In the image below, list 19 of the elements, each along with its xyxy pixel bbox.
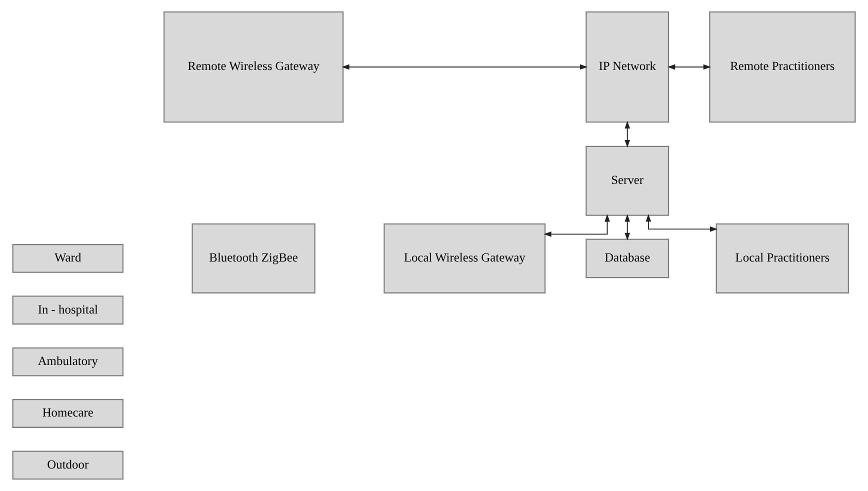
node-box: Database: [586, 238, 670, 278]
node-box: Local Wireless Gateway: [384, 223, 546, 294]
node-box: Remote Practitioners: [709, 11, 856, 123]
arrow: [646, 214, 718, 232]
node-box: Homecare: [12, 399, 124, 428]
arrow: [624, 120, 630, 148]
node-box: Remote Wireless Gateway: [164, 11, 344, 123]
node-box: Ambulatory: [12, 347, 124, 376]
node-box: Server: [586, 146, 670, 216]
node-box: Bluetooth ZigBee: [192, 223, 316, 294]
arrow: [624, 214, 630, 241]
node-box: In - hospital: [12, 296, 124, 325]
arrow: [544, 214, 610, 237]
node-box: IP Network: [586, 11, 670, 123]
node-box: Ward: [12, 244, 124, 273]
node-box: Outdoor: [12, 450, 124, 480]
arrow: [667, 64, 712, 70]
node-box: Local Practitioners: [716, 223, 850, 294]
arrow: [342, 64, 588, 70]
